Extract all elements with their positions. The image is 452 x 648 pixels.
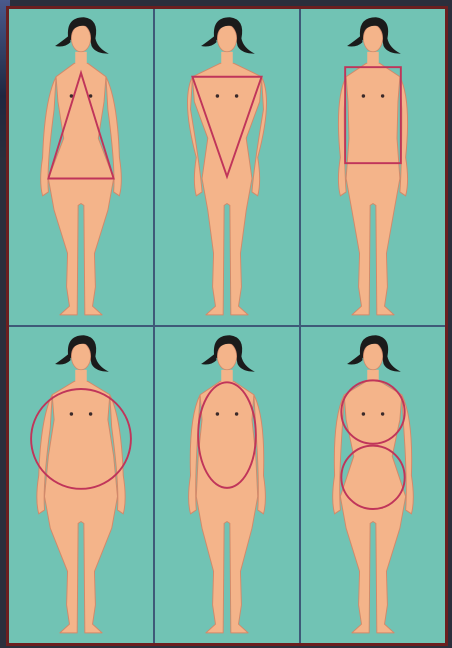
- figure-svg: [9, 327, 153, 643]
- chest-dot-right: [381, 412, 384, 415]
- panel-circle: [9, 327, 153, 643]
- panel-oval: [155, 327, 299, 643]
- figure-svg: [9, 9, 153, 325]
- chest-dot-right: [235, 94, 238, 97]
- neck: [75, 52, 87, 67]
- neck: [221, 52, 233, 67]
- figure-svg: [301, 9, 445, 325]
- body-figure: [340, 381, 405, 633]
- chest-dot-right: [381, 94, 384, 97]
- head: [217, 25, 236, 52]
- panel-figure-eight: [301, 327, 445, 643]
- chest-dot-right: [235, 412, 238, 415]
- body-shapes-illustration: [6, 6, 448, 646]
- body-figure: [196, 381, 257, 633]
- neck: [367, 370, 379, 385]
- figure-svg: [155, 9, 299, 325]
- body-figure: [346, 63, 400, 315]
- head: [71, 25, 90, 52]
- body-figure: [45, 381, 118, 633]
- body-figure: [192, 63, 261, 315]
- chest-dot-left: [216, 94, 219, 97]
- chest-dot-left: [216, 412, 219, 415]
- chest-dot-left: [362, 412, 365, 415]
- head: [71, 343, 90, 370]
- panel-triangle: [9, 9, 153, 325]
- chest-dot-left: [70, 412, 73, 415]
- figure-svg: [155, 327, 299, 643]
- panel-grid: [9, 9, 445, 643]
- neck: [75, 370, 87, 385]
- panel-rectangle: [301, 9, 445, 325]
- panel-inverted-triangle: [155, 9, 299, 325]
- head: [217, 343, 236, 370]
- head: [363, 343, 382, 370]
- figure-svg: [301, 327, 445, 643]
- chest-dot-left: [362, 94, 365, 97]
- chest-dot-right: [89, 412, 92, 415]
- head: [363, 25, 382, 52]
- body-figure: [48, 63, 113, 315]
- neck: [367, 52, 379, 67]
